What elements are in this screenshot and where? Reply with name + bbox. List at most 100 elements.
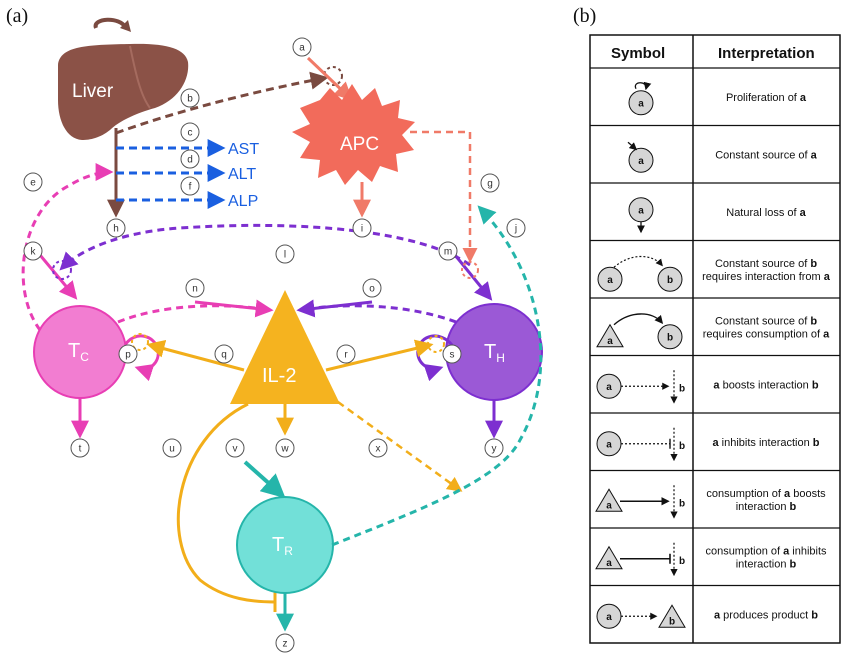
svg-text:z: z — [283, 639, 288, 650]
edge-label-p: p — [118, 344, 138, 364]
edge-label-q: q — [214, 344, 234, 364]
svg-text:b: b — [669, 616, 675, 627]
edge-label-t: t — [70, 438, 90, 458]
svg-text:f: f — [189, 182, 192, 193]
svg-text:a: a — [638, 98, 644, 109]
svg-text:b: b — [667, 332, 673, 343]
svg-text:i: i — [361, 224, 363, 235]
edge-label-m: m — [438, 241, 458, 261]
svg-text:a: a — [606, 382, 612, 393]
liver-label: Liver — [72, 81, 114, 102]
svg-text:e: e — [30, 178, 36, 189]
il2-node: IL-2 — [230, 290, 340, 404]
panel-a-label: (a) — [6, 5, 28, 27]
svg-text:x: x — [376, 444, 381, 455]
svg-text:a: a — [638, 156, 644, 167]
constant-source-icon: a — [627, 141, 654, 173]
edge-label-x: x — [368, 438, 388, 458]
svg-text:v: v — [233, 444, 238, 455]
edge-label-v: v — [225, 438, 245, 458]
edge-label-j: j — [506, 218, 526, 238]
legend-row: a Natural loss of a — [590, 182, 840, 234]
svg-text:a: a — [606, 558, 612, 569]
marker-alp: ALP — [228, 193, 258, 210]
edge-label-s: s — [442, 344, 462, 364]
legend-row-text: Constant source of a — [715, 149, 817, 161]
edge-label-c: c — [180, 122, 200, 142]
th-label: TH — [484, 341, 505, 365]
edge-label-k: k — [23, 241, 43, 261]
legend-row-text: consumption of a inhibits — [705, 545, 827, 557]
svg-text:s: s — [450, 350, 455, 361]
legend-row-text: requires consumption of a — [703, 328, 830, 340]
legend-row-text: Constant source of b — [715, 258, 817, 270]
svg-text:a: a — [606, 500, 612, 511]
svg-text:h: h — [113, 224, 119, 235]
svg-text:a: a — [606, 439, 612, 450]
legend-header-symbol: Symbol — [611, 45, 665, 62]
edge-label-n: n — [185, 278, 205, 298]
svg-text:k: k — [31, 247, 37, 258]
legend-row-text: a produces product b — [714, 609, 818, 621]
tc-label: TC — [68, 340, 89, 364]
svg-text:b: b — [187, 94, 193, 105]
svg-text:b: b — [679, 556, 685, 567]
svg-text:t: t — [79, 444, 82, 455]
legend-row: a Proliferation of a — [590, 67, 840, 116]
apc-label: APC — [340, 134, 379, 155]
svg-text:l: l — [284, 250, 286, 261]
edge-label-b: b — [180, 88, 200, 108]
edge-label-r: r — [336, 344, 356, 364]
svg-text:j: j — [514, 224, 517, 235]
legend-table: Symbol Interpretation a Proliferation of … — [589, 34, 841, 644]
legend-row-text: a boosts interaction b — [713, 379, 818, 391]
edge-label-y: y — [484, 438, 504, 458]
liver-node: Liver — [58, 17, 189, 141]
svg-text:a: a — [607, 275, 613, 286]
edge-label-z: z — [275, 633, 295, 653]
svg-text:n: n — [192, 284, 198, 295]
legend-header-interpretation: Interpretation — [718, 45, 815, 62]
svg-text:u: u — [169, 444, 175, 455]
legend-row: a Constant source of a — [590, 124, 840, 173]
svg-text:b: b — [679, 383, 685, 394]
tc-node: TC — [33, 305, 127, 399]
svg-text:a: a — [638, 205, 644, 216]
legend-row: a b a inhibits interaction b — [590, 412, 840, 462]
edge-label-u: u — [162, 438, 182, 458]
svg-text:w: w — [280, 444, 289, 455]
svg-text:g: g — [487, 179, 493, 190]
svg-text:q: q — [221, 350, 227, 361]
svg-text:b: b — [679, 441, 685, 452]
svg-text:b: b — [667, 275, 673, 286]
tr-label: TR — [272, 534, 293, 558]
svg-text:m: m — [444, 247, 452, 258]
legend-row-text: a inhibits interaction b — [712, 437, 819, 449]
legend-row-text: interaction b — [736, 558, 797, 570]
legend-row-text: consumption of a boosts — [706, 488, 826, 500]
edge-label-l: l — [275, 244, 295, 264]
marker-alt: ALT — [228, 166, 256, 183]
apc-node: APC — [292, 84, 415, 185]
tr-node: TR — [236, 496, 334, 594]
legend-row-text: Proliferation of a — [726, 92, 807, 104]
legend-row-text: Natural loss of a — [726, 207, 806, 219]
legend-row-text: Constant source of b — [715, 315, 817, 327]
legend-row-text: interaction b — [736, 501, 797, 513]
edge-label-o: o — [362, 278, 382, 298]
edge-label-i: i — [352, 218, 372, 238]
natural-loss-icon: a — [628, 197, 654, 234]
